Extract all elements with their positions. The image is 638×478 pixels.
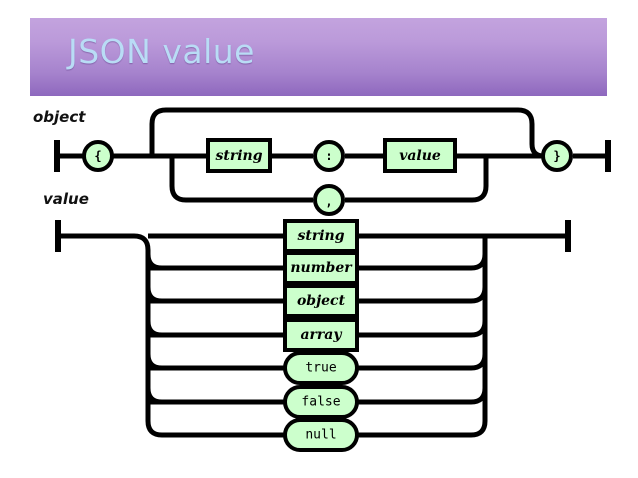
node-shape-val-number[interactable]: [283, 251, 359, 285]
node-label-string: string: [215, 148, 263, 164]
diagram-label-value: value: [43, 190, 89, 208]
object-node-shapes: [82, 138, 573, 216]
node-label-value: value: [399, 148, 441, 164]
node-label-val-null: null: [305, 427, 337, 443]
diagram-label-object: object: [33, 108, 86, 126]
node-shape-val-array[interactable]: [283, 318, 359, 352]
node-shape-val-object[interactable]: [283, 284, 359, 318]
node-shape-val-false[interactable]: [283, 385, 359, 419]
node-label-close-brace: }: [553, 149, 561, 163]
node-shape-val-null[interactable]: [283, 418, 359, 452]
node-label-val-string: string: [297, 228, 345, 244]
node-label-colon: :: [325, 149, 333, 163]
value-diagram-rails: [55, 220, 571, 438]
railroad-svg: [54, 107, 611, 452]
node-label-open-brace: {: [94, 149, 102, 163]
title-banner: JSON value: [30, 18, 607, 96]
value-node-shapes: [283, 219, 359, 452]
node-label-val-true: true: [305, 360, 337, 376]
node-label-val-array: array: [300, 327, 342, 343]
node-label-val-object: object: [296, 293, 346, 309]
node-shape-value[interactable]: [383, 138, 457, 173]
node-shape-comma[interactable]: [313, 184, 345, 216]
node-shape-val-true[interactable]: [283, 351, 359, 385]
node-label-val-false: false: [301, 394, 341, 410]
node-shape-close-brace[interactable]: [541, 140, 573, 172]
node-shape-string[interactable]: [206, 138, 272, 173]
node-shape-open-brace[interactable]: [82, 140, 114, 172]
node-label-val-number: number: [290, 260, 352, 276]
page-title: JSON value: [68, 32, 255, 71]
node-label-comma: ,: [325, 195, 333, 209]
node-shape-colon[interactable]: [313, 140, 345, 172]
object-diagram-rails: [54, 107, 611, 203]
railroad-diagram-area: object value { string : value , } string…: [0, 96, 638, 478]
